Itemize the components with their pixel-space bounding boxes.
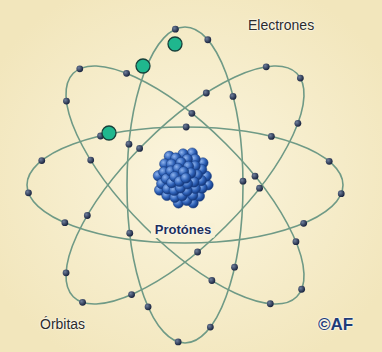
electron-dot: [293, 238, 300, 245]
electron-dot: [87, 157, 94, 164]
copyright-mark: ©AF: [318, 315, 353, 335]
highlight-electron: [168, 37, 182, 51]
electron-dot: [231, 264, 238, 271]
electron-dot: [326, 158, 333, 165]
electron-dot: [207, 324, 214, 331]
electron-dot: [183, 124, 190, 131]
electron-dot: [252, 173, 259, 180]
electron-dot: [263, 63, 270, 70]
orbit-ellipse: [32, 32, 337, 337]
orbit-ellipse: [27, 127, 343, 243]
protons-label: Protónes: [151, 223, 215, 238]
orbit-ellipse: [32, 32, 337, 337]
electron-dot: [297, 75, 304, 82]
electron-dot: [188, 110, 195, 117]
electron-dot: [145, 303, 152, 310]
electron-dot: [61, 219, 68, 226]
electrons-label: Electrones: [248, 17, 314, 33]
electron-dot: [267, 300, 274, 307]
electron-dot: [300, 220, 307, 227]
electron-dot: [126, 230, 133, 237]
electron-dot: [294, 120, 301, 127]
highlighted-electrons: [102, 37, 182, 140]
electron-dot: [123, 70, 130, 77]
electron-dot: [76, 65, 83, 72]
electron-dot: [194, 249, 201, 256]
nucleus-group: [153, 148, 213, 208]
electron-dot: [268, 133, 275, 140]
highlight-electron: [136, 59, 150, 73]
orbit-ellipse: [127, 27, 243, 343]
electron-dot: [338, 190, 345, 197]
electron-dot: [25, 189, 32, 196]
electron-dot: [38, 157, 45, 164]
orbit-group: [27, 27, 343, 343]
orbits-label: Órbitas: [40, 316, 85, 332]
electron-dot: [63, 98, 70, 105]
electron-dot: [128, 291, 135, 298]
electron-dot: [256, 185, 263, 192]
electron-dot: [208, 277, 215, 284]
electron-dot: [298, 286, 305, 293]
electron-dot: [240, 178, 247, 185]
electron-dot: [136, 145, 143, 152]
electron-dot: [172, 26, 179, 33]
electron-dot: [175, 338, 182, 345]
electron-dot: [126, 141, 133, 148]
electron-dot: [79, 299, 86, 306]
electron-dot: [203, 90, 210, 97]
highlight-electron: [102, 126, 116, 140]
proton-ball: [181, 173, 191, 183]
electron-dot: [204, 36, 211, 43]
electron-dot: [63, 269, 70, 276]
electron-dot: [230, 93, 237, 100]
electron-group: [25, 26, 345, 345]
electron-dot: [84, 212, 91, 219]
